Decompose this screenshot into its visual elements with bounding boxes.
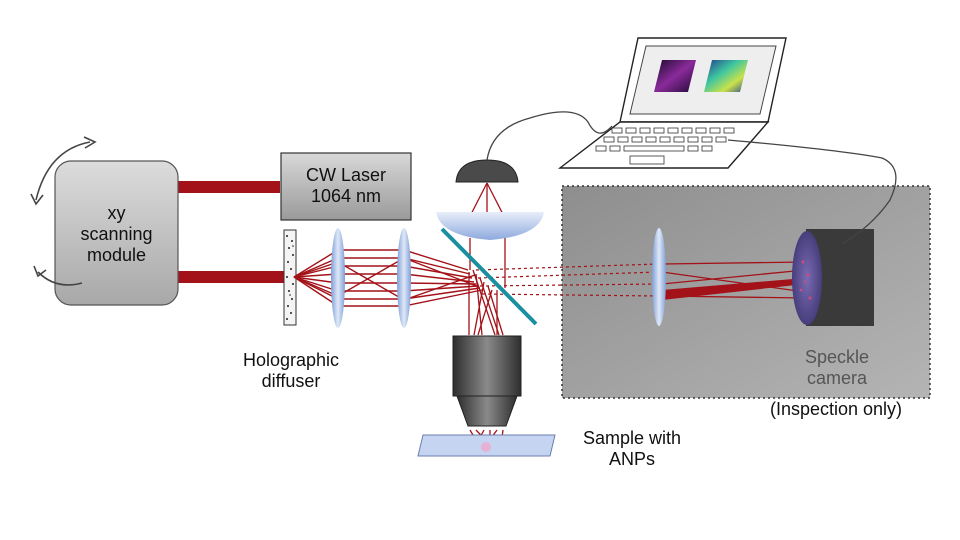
label-line: scanning — [80, 224, 153, 244]
label-line: 1064 nm — [310, 186, 382, 206]
laser-beam-lower — [178, 271, 286, 283]
inspection-beam — [475, 263, 659, 297]
camera-label: Speckle camera — [782, 347, 892, 389]
inspection-label: (Inspection only) — [769, 399, 903, 419]
label-line: module — [86, 245, 147, 265]
camera-sensor — [792, 231, 822, 325]
speckle-beam-bundle — [293, 249, 483, 307]
sample-slide — [417, 434, 556, 457]
dichroic-mirror — [440, 227, 538, 326]
curved-arrow-icon — [37, 271, 83, 286]
cable-camera-laptop — [727, 139, 897, 245]
label-line: diffuser — [261, 371, 321, 391]
condenser-lens — [436, 212, 544, 240]
label-line: ANPs — [608, 449, 655, 469]
inspection-lens — [652, 228, 666, 326]
scanning-module-box — [54, 160, 179, 306]
label-line: xy — [107, 203, 126, 223]
curved-arrow-icon — [35, 141, 91, 201]
cw-laser-box — [280, 152, 412, 221]
diffuser-label: Holographic diffuser — [231, 350, 351, 392]
laser-label: CW Laser 1064 nm — [281, 165, 411, 207]
relay-lens-1 — [331, 228, 345, 328]
arrowhead-icon — [33, 265, 47, 278]
relay-lens-2 — [397, 228, 411, 328]
camera-beam-wedge — [662, 278, 805, 300]
sample-label: Sample with ANPs — [572, 428, 692, 470]
scanning-module-label: xy scanning module — [68, 203, 165, 266]
label-line: Sample with — [582, 428, 682, 448]
speckle-points — [799, 260, 812, 300]
top-detector — [455, 159, 519, 183]
label-line: CW Laser — [305, 165, 386, 185]
label-line: Holographic — [242, 350, 340, 370]
label-line: camera — [806, 368, 868, 388]
label-line: Speckle — [804, 347, 870, 367]
objective — [452, 335, 522, 427]
arrowhead-icon — [30, 193, 44, 206]
laptop-icon — [557, 37, 787, 169]
arrowhead-icon — [83, 136, 97, 149]
cable-detector-laptop — [486, 111, 613, 161]
laser-beam-upper — [178, 181, 280, 193]
